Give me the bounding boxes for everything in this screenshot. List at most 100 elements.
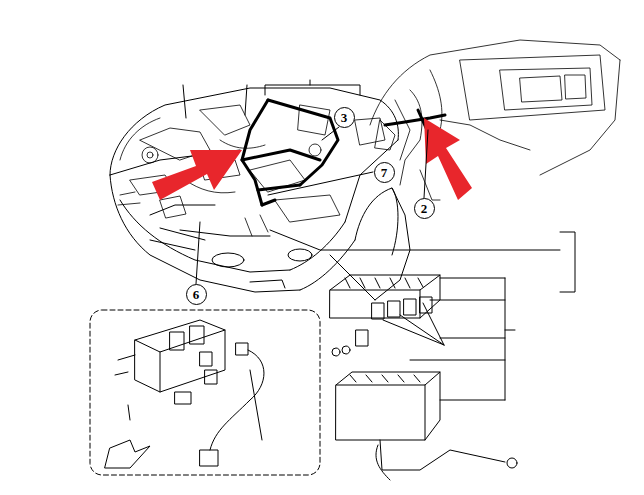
leader-line <box>183 85 186 118</box>
car-body <box>150 205 215 215</box>
fuse-box <box>383 303 444 345</box>
fuse-box <box>332 348 340 356</box>
detail-inset <box>135 320 225 392</box>
leader-line <box>183 80 575 292</box>
fuse-box <box>507 458 517 468</box>
fuse-box <box>505 278 515 400</box>
car-body <box>110 88 410 300</box>
car-body <box>330 255 375 300</box>
fuse-box <box>376 445 390 480</box>
engine-detail <box>200 105 250 135</box>
detail-inset <box>200 352 212 366</box>
fuse-box <box>404 299 416 315</box>
dashboard-harness <box>370 40 620 200</box>
car-body <box>110 88 398 175</box>
detail-inset <box>90 310 320 475</box>
engine-detail <box>220 140 265 148</box>
fuse-box <box>350 375 420 382</box>
detail-inset <box>210 350 264 450</box>
engine-detail <box>142 147 158 163</box>
leader-line <box>196 222 200 284</box>
leader-line <box>322 127 339 140</box>
detail-inset <box>170 332 184 350</box>
car-body <box>355 188 398 255</box>
car-body <box>290 222 345 270</box>
callout-number: 6 <box>193 288 200 301</box>
fuse-box <box>330 275 440 318</box>
dashboard-harness <box>460 55 605 120</box>
engine-detail <box>309 144 321 156</box>
dashboard-harness-bold <box>385 110 445 128</box>
callout-circle: 3 <box>334 107 355 128</box>
detail-inset <box>205 370 217 384</box>
fuse-box <box>356 330 368 346</box>
detail-inset <box>190 326 204 344</box>
leader-line <box>560 232 575 292</box>
callout-circle: 2 <box>414 198 435 219</box>
red-arrow <box>152 118 472 200</box>
car-body <box>250 280 285 288</box>
dashboard-harness <box>500 68 592 110</box>
callout-number: 3 <box>341 111 348 124</box>
car-body <box>150 228 205 250</box>
car-body <box>345 140 398 222</box>
detail-inset <box>115 355 135 420</box>
car-body <box>180 230 270 236</box>
wiring-harness <box>242 100 338 205</box>
engine-detail <box>355 118 385 145</box>
leader-line <box>265 85 360 95</box>
leader-line <box>424 130 428 198</box>
engine-detail <box>160 196 186 218</box>
leader-line <box>268 172 373 195</box>
engine-detail <box>147 152 153 158</box>
detail-inset <box>200 450 218 466</box>
dashboard-harness <box>440 120 530 150</box>
car-body <box>120 200 290 272</box>
car-body <box>288 249 312 261</box>
detail-inset <box>135 330 225 392</box>
detail-inset <box>105 440 150 468</box>
red-arrow <box>424 118 472 200</box>
fuse-box <box>410 278 505 400</box>
wiring-harness <box>258 185 300 205</box>
car-body <box>110 175 300 292</box>
detail-inset <box>90 310 320 475</box>
dashboard-harness <box>420 170 440 200</box>
fuse-box <box>336 372 440 440</box>
car-body <box>212 253 244 267</box>
dashboard-harness <box>395 100 410 160</box>
engine-detail <box>245 215 268 236</box>
fuse-box <box>380 440 505 470</box>
engine-detail <box>118 192 140 205</box>
callout-circle: 7 <box>374 162 395 183</box>
callout-number: 7 <box>381 166 388 179</box>
callout-circle: 6 <box>186 284 207 305</box>
leader-line <box>270 230 560 250</box>
detail-inset <box>250 370 262 440</box>
dashboard-harness-bold <box>385 115 445 125</box>
dashboard-harness <box>400 90 422 185</box>
detail-inset <box>236 343 248 355</box>
dashboard-harness <box>540 60 620 175</box>
dashboard-harness <box>370 40 620 125</box>
fuse-box <box>342 346 350 354</box>
callout-number: 2 <box>421 202 428 215</box>
leader-line <box>310 80 311 85</box>
fuse-box <box>336 372 440 440</box>
fuse-box <box>372 303 384 319</box>
dashboard-harness <box>520 76 562 102</box>
fuse-box <box>330 275 440 318</box>
wiring-harness <box>268 100 338 185</box>
fuse-box <box>330 275 517 480</box>
red-arrow <box>152 150 242 200</box>
detail-inset <box>175 392 191 404</box>
engine-detail <box>120 118 160 160</box>
dashboard-harness <box>565 75 586 99</box>
fuse-box <box>388 301 400 317</box>
fuse-box <box>345 278 423 288</box>
leader-line <box>245 85 247 115</box>
wiring-harness <box>242 150 320 160</box>
